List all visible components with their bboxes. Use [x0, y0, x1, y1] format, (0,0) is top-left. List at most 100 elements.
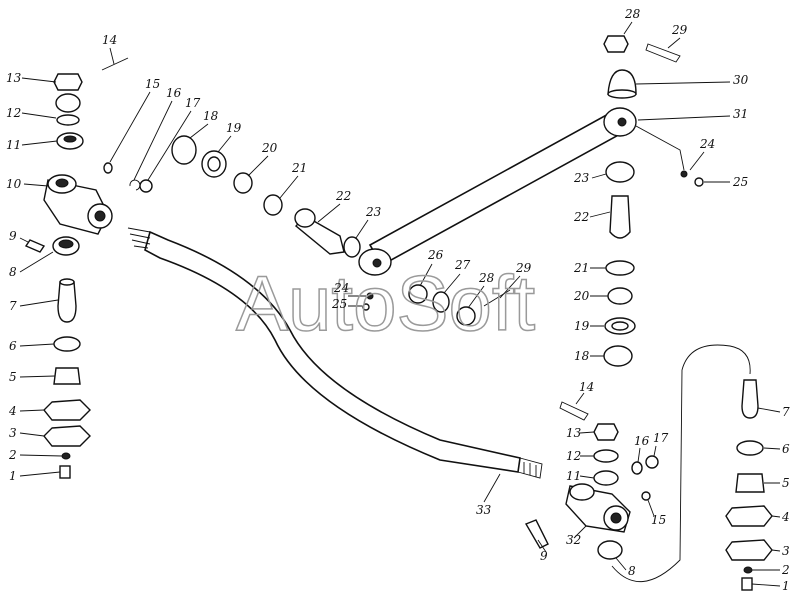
washer-2b — [743, 566, 753, 574]
label-10: 10 — [6, 177, 22, 191]
label-26: 26 — [427, 248, 444, 262]
tie-rod-33 — [144, 230, 521, 473]
drag-link-socket-left — [372, 258, 382, 268]
cotter-pin-29b — [645, 43, 681, 63]
washer-27 — [432, 291, 450, 313]
boot-18b — [603, 345, 633, 367]
seat-21a — [263, 194, 283, 216]
label-18-right: 18 — [574, 349, 590, 363]
nut-17a — [139, 179, 153, 193]
label-16: 16 — [166, 86, 182, 100]
bolt-9b — [524, 519, 549, 549]
label-16-right: 16 — [634, 434, 650, 448]
cotter-pin-29a — [483, 289, 511, 307]
label-2-right: 2 — [781, 563, 790, 577]
label-23: 23 — [365, 205, 382, 219]
label-22-right: 22 — [573, 210, 589, 224]
watermark: AutoSoft — [236, 259, 536, 347]
grease-fitting-15a — [103, 162, 113, 174]
label-4: 4 — [8, 404, 17, 418]
cap-25b — [694, 177, 704, 187]
label-7-right: 7 — [782, 405, 790, 419]
ball-pin-top-7a — [59, 278, 75, 286]
label-30: 30 — [733, 73, 749, 87]
nut-17b — [645, 455, 659, 469]
label-28: 28 — [478, 271, 495, 285]
seat-21b — [605, 260, 635, 276]
label-32: 32 — [566, 533, 581, 547]
nut-23b — [605, 161, 635, 183]
washer-2a — [61, 452, 71, 460]
tie-rod-end-hole-32 — [610, 512, 622, 524]
spring-20b — [607, 287, 633, 305]
washer-hole-19b — [611, 321, 629, 331]
label-15-right: 15 — [651, 513, 666, 527]
leader-lines — [19, 21, 781, 587]
label-21-right: 21 — [573, 261, 589, 275]
label-13-right: 13 — [566, 426, 582, 440]
cap-rim-30 — [607, 89, 637, 99]
spring-20a — [233, 172, 253, 194]
bolt-9a — [24, 239, 46, 253]
tie-rod-thread-right — [517, 457, 543, 479]
label-12-right: 12 — [566, 449, 581, 463]
ring-8b — [597, 540, 623, 560]
bolt-1a — [59, 465, 71, 479]
castle-nut-28b — [603, 35, 629, 53]
cover-4a — [43, 399, 91, 421]
label-22: 22 — [335, 189, 351, 203]
castle-nut-28a — [456, 306, 476, 326]
circlip-16b — [631, 461, 643, 475]
label-11: 11 — [6, 138, 21, 152]
label-24-right: 24 — [699, 137, 715, 151]
label-18: 18 — [203, 109, 219, 123]
label-6-right: 6 — [782, 442, 790, 456]
label-14-right: 14 — [579, 380, 594, 394]
cap-30 — [607, 69, 637, 95]
label-11-right: 11 — [566, 469, 581, 483]
label-9-right: 9 — [540, 549, 548, 563]
label-20-right: 20 — [573, 289, 590, 303]
boot-18a — [171, 135, 197, 165]
label-29: 29 — [515, 261, 532, 275]
label-17-right: 17 — [653, 431, 669, 445]
tie-rod-end-top-32 — [569, 483, 595, 501]
part-labels: 14 13 12 11 10 9 8 7 6 5 4 3 2 1 15 16 1… — [6, 7, 790, 593]
label-4-right: 4 — [781, 510, 790, 524]
seal-6b — [736, 440, 764, 456]
label-8: 8 — [9, 265, 17, 279]
cover-4b — [725, 505, 773, 527]
bolt-1b — [741, 577, 753, 591]
label-8-right: 8 — [628, 564, 636, 578]
label-19: 19 — [226, 121, 242, 135]
tie-rod-thread-left — [127, 227, 151, 249]
label-6: 6 — [9, 339, 17, 353]
label-31: 31 — [733, 107, 748, 121]
cotter-pin-14a — [101, 57, 129, 71]
label-2: 2 — [8, 448, 17, 462]
label-28-right: 28 — [624, 7, 641, 21]
bushing-hole-11a — [63, 135, 77, 143]
drag-link-socket-right — [617, 117, 627, 127]
spring-5a — [53, 367, 81, 385]
drag-link-31 — [368, 110, 626, 267]
label-9: 9 — [9, 229, 17, 243]
castle-nut-13a — [53, 73, 83, 91]
label-13: 13 — [6, 71, 22, 85]
label-19-right: 19 — [574, 319, 590, 333]
label-23-right: 23 — [573, 171, 590, 185]
label-7: 7 — [9, 299, 17, 313]
circlip-16a — [129, 179, 141, 191]
grease-fitting-15b — [641, 491, 651, 501]
label-3: 3 — [9, 426, 17, 440]
grease-fitting-24a — [366, 292, 374, 300]
tie-rod-end-clamp-hole — [94, 210, 106, 222]
label-27: 27 — [454, 258, 471, 272]
cotter-pin-14b — [559, 401, 589, 421]
label-21: 21 — [291, 161, 307, 175]
cap-25a — [362, 303, 370, 311]
ball-22a — [294, 208, 316, 228]
assembly-line — [611, 344, 751, 582]
